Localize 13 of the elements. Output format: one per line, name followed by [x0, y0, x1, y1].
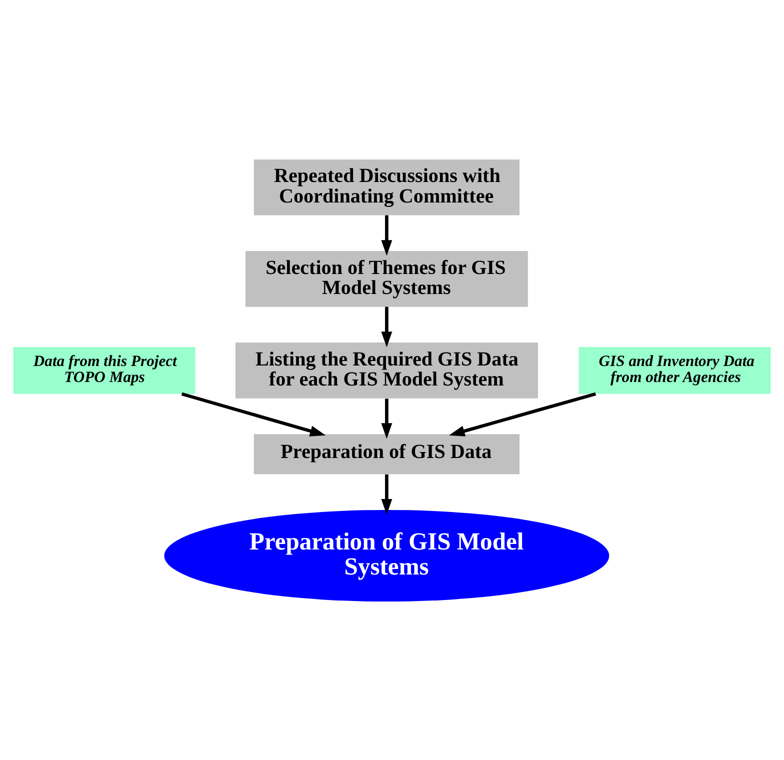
arrow	[381, 214, 392, 256]
node-box: Preparation of GIS Data	[254, 434, 520, 474]
arrow	[381, 306, 392, 347]
node-box: Listing the Required GIS Data for each GIS Model System	[235, 342, 538, 398]
arrow	[181, 392, 326, 436]
arrow	[449, 392, 596, 436]
arrow	[381, 398, 392, 438]
node-box: Selection of Themes for GIS Model Systems	[246, 250, 528, 306]
arrow	[381, 474, 392, 514]
node-ellipse: Preparation of GIS Model Systems	[164, 509, 610, 602]
node-box: GIS and Inventory Data from other Agencies	[578, 346, 771, 394]
node-box: Repeated Discussions with Coordinating Committee	[254, 158, 520, 215]
node-box: Data from this Project TOPO Maps	[13, 346, 196, 394]
